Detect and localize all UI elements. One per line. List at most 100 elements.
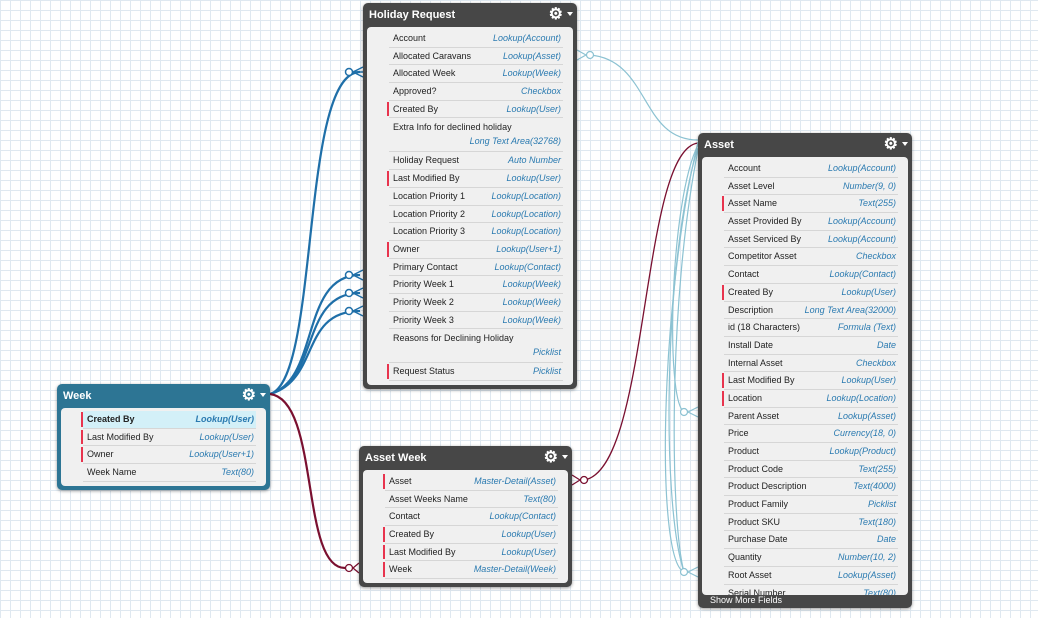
field-type: Lookup(Account) — [827, 163, 896, 173]
field-type: Lookup(User+1) — [189, 449, 254, 460]
field-name: Root Asset — [728, 569, 772, 580]
object-header[interactable]: Week⚙ — [57, 384, 270, 408]
field-type: Lookup(Week) — [502, 314, 561, 325]
object-header[interactable]: Asset ⚙ — [698, 133, 912, 157]
field-name: Location — [728, 392, 763, 403]
field-name: id (18 Characters) — [728, 322, 801, 333]
field-row[interactable]: Last Modified By Lookup(User) — [383, 544, 558, 562]
chevron-down-icon[interactable] — [260, 393, 266, 397]
gear-icon[interactable]: ⚙ — [543, 449, 558, 466]
field-name: Holiday Request — [393, 155, 460, 166]
show-more-fields-link[interactable]: Show More Fields — [710, 595, 783, 605]
field-row[interactable]: id (18 Characters)Formula (Text) — [724, 319, 898, 337]
field-row[interactable]: Approved?Checkbox — [389, 83, 563, 101]
object-header[interactable]: Asset Week⚙ — [359, 446, 572, 470]
field-type: Master-Detail(Week) — [473, 564, 556, 575]
field-name: Product — [728, 446, 760, 456]
field-name: Parent Asset — [728, 410, 780, 421]
field-type: Number(10, 2) — [837, 552, 896, 563]
gear-icon[interactable]: ⚙ — [883, 136, 898, 153]
field-name: Last Modified By — [389, 546, 456, 557]
field-name: Allocated Week — [393, 68, 456, 79]
field-name: Contact — [389, 511, 421, 522]
field-row[interactable]: Last Modified By Lookup(User) — [722, 372, 898, 390]
field-name: Last Modified By — [728, 375, 795, 386]
gear-icon[interactable]: ⚙ — [241, 387, 256, 404]
field-type: Picklist — [532, 366, 561, 377]
chevron-down-icon[interactable] — [902, 142, 908, 146]
field-name: Product Description — [728, 481, 807, 492]
object-header[interactable]: Holiday Request⚙ — [363, 3, 577, 27]
field-type: Lookup(User) — [501, 546, 556, 557]
gear-icon[interactable]: ⚙ — [548, 6, 563, 23]
field-type: Lookup(User) — [199, 431, 254, 442]
chevron-down-icon[interactable] — [562, 455, 568, 459]
object-title: Asset — [704, 139, 734, 151]
field-type: Picklist — [867, 499, 896, 510]
field-name: Account — [393, 33, 426, 43]
field-type: Lookup(User+1) — [496, 243, 561, 254]
field-type: Checkbox — [855, 357, 896, 368]
chevron-down-icon[interactable] — [567, 12, 573, 16]
field-type: Lookup(User) — [195, 414, 255, 424]
field-name: Last Modified By — [393, 173, 460, 184]
field-name: Asset — [389, 476, 412, 486]
field-type: Lookup(User) — [841, 375, 896, 386]
field-name: Priority Week 1 — [393, 279, 454, 290]
